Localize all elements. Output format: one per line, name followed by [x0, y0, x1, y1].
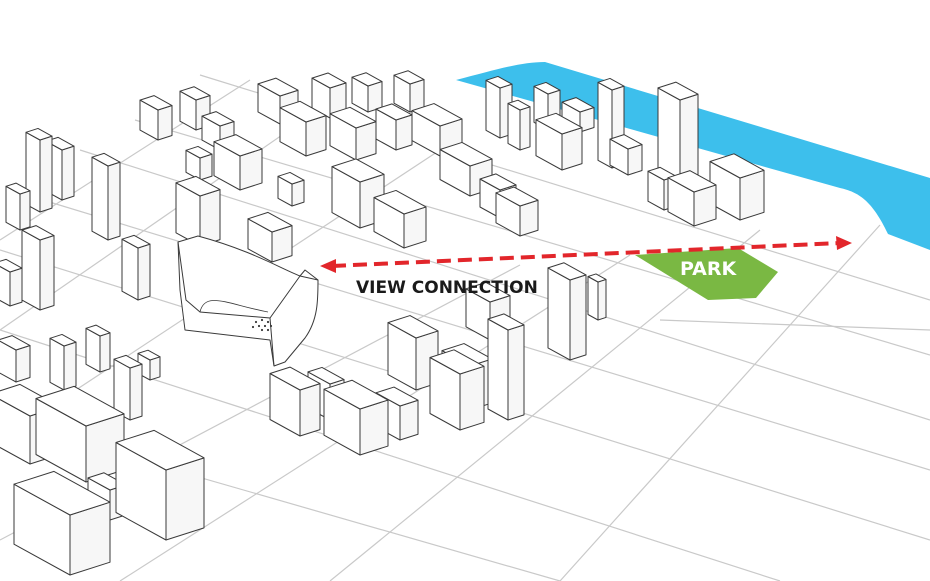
building	[91, 152, 121, 241]
building	[323, 379, 389, 456]
building	[121, 234, 151, 301]
building	[257, 77, 299, 125]
arrowhead-left	[320, 259, 336, 273]
building	[351, 72, 383, 113]
building	[35, 385, 125, 483]
building	[329, 106, 377, 161]
building	[139, 95, 173, 141]
building	[393, 70, 425, 113]
building	[609, 134, 643, 176]
building	[429, 349, 485, 431]
building	[535, 112, 583, 171]
building	[115, 429, 205, 541]
building	[657, 81, 699, 187]
building	[85, 324, 111, 373]
arrowhead-right	[836, 236, 852, 250]
building-massing	[0, 70, 765, 576]
stadium-seating-dots	[251, 318, 273, 332]
building	[547, 262, 587, 361]
building	[13, 470, 111, 576]
building	[185, 145, 213, 181]
building	[213, 134, 263, 191]
building	[373, 189, 427, 249]
building	[25, 127, 53, 213]
building	[5, 182, 31, 231]
building	[495, 186, 539, 237]
building	[269, 366, 321, 437]
building	[277, 171, 305, 207]
building	[279, 100, 327, 157]
building	[411, 103, 463, 157]
park-label: PARK	[680, 258, 738, 280]
building	[507, 99, 531, 151]
stadium	[177, 235, 319, 367]
building	[247, 211, 293, 263]
building	[49, 333, 77, 391]
view-connection-label: VIEW CONNECTION	[356, 278, 538, 298]
building	[0, 335, 31, 383]
building	[587, 273, 607, 321]
building	[375, 103, 413, 151]
building	[487, 313, 525, 421]
view-connection-arrow	[320, 236, 852, 273]
building	[0, 258, 23, 307]
building	[709, 153, 765, 221]
building	[21, 225, 55, 311]
building	[113, 354, 143, 421]
park-area	[635, 248, 778, 300]
building	[667, 170, 717, 227]
building	[311, 72, 347, 119]
